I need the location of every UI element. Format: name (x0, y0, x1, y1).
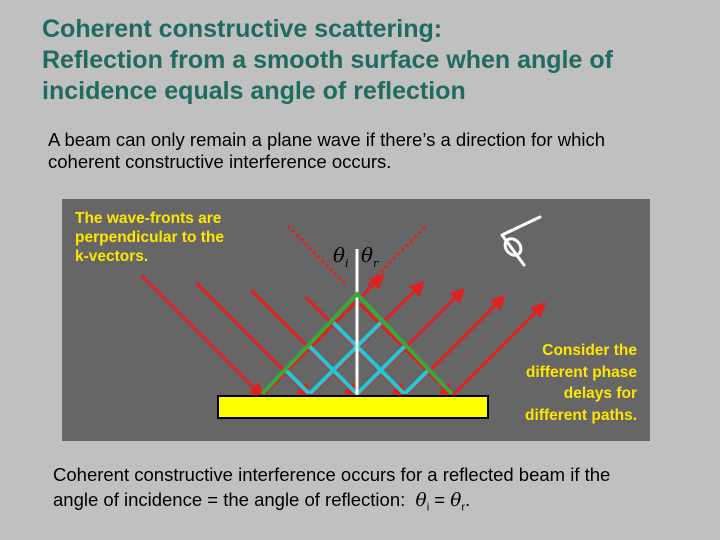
reflected-ray (450, 301, 547, 398)
wavefront-line (308, 299, 431, 394)
conclusion-text-part: angle of incidence = the angle of reflec… (53, 489, 406, 510)
wavefront-line (403, 299, 452, 394)
title-line-1: Coherent constructive scattering: (42, 15, 443, 43)
equals-sign: = (434, 489, 446, 510)
theta-symbol: θ (333, 243, 346, 267)
theta-subscript: r (461, 501, 466, 514)
incident-wavefront-dotted (286, 224, 348, 287)
wavefront-line (283, 299, 406, 394)
phase-delay-note-line: different phase (525, 363, 637, 381)
conclusion-text: Coherent constructive interference occur… (53, 462, 713, 521)
theta-subscript: i (426, 501, 430, 514)
phase-delay-note-line: delays for (563, 385, 637, 402)
conclusion-line-1: Coherent constructive interference occur… (53, 464, 611, 485)
intro-text: A beam can only remain a plane wave if t… (48, 129, 708, 173)
theta-i-label: θi (333, 243, 349, 270)
wavefront-note: The wave-fronts are perpendicular to the… (75, 209, 265, 266)
reflected-ray (260, 273, 385, 398)
theta-symbol: θ (361, 243, 374, 267)
path-triangle (260, 291, 454, 396)
theta-subscript: r (373, 257, 379, 270)
wavefront-indicator-group (286, 224, 428, 287)
wavefront-line (262, 299, 311, 394)
wavefront-note-line: k-vectors. (75, 248, 149, 265)
eye-icon (500, 215, 542, 267)
phase-delay-note-line: Consider the (542, 342, 637, 359)
diagram-canvas (140, 215, 547, 419)
phase-delay-note-line: different paths. (525, 406, 637, 424)
intro-line-1: A beam can only remain a plane wave if t… (48, 129, 606, 150)
page-title: Coherent constructive scattering: Reflec… (42, 14, 712, 107)
wavefront-note-line: The wave-fronts are (75, 210, 222, 227)
phase-delay-note: Consider the different phase delays for … (467, 340, 637, 426)
theta-r-label: θr (361, 243, 378, 270)
period: . (465, 489, 471, 510)
title-line-3: incidence equals angle of reflection (42, 77, 466, 105)
conclusion-line-2: angle of incidence = the angle of reflec… (53, 487, 713, 521)
reflection-diagram: The wave-fronts are perpendicular to the… (62, 199, 650, 441)
wavefront-note-line: perpendicular to the (75, 229, 224, 246)
title-line-2: Reflection from a smooth surface when an… (42, 46, 613, 74)
theta-subscript: i (345, 257, 349, 270)
theta-symbol: θ (415, 490, 427, 511)
reflected-wavefront-dotted (366, 224, 428, 287)
incident-ray (140, 274, 265, 399)
reflecting-surface (217, 395, 489, 419)
intro-line-2: coherent constructive interference occur… (48, 151, 392, 172)
theta-symbol: θ (450, 490, 462, 511)
